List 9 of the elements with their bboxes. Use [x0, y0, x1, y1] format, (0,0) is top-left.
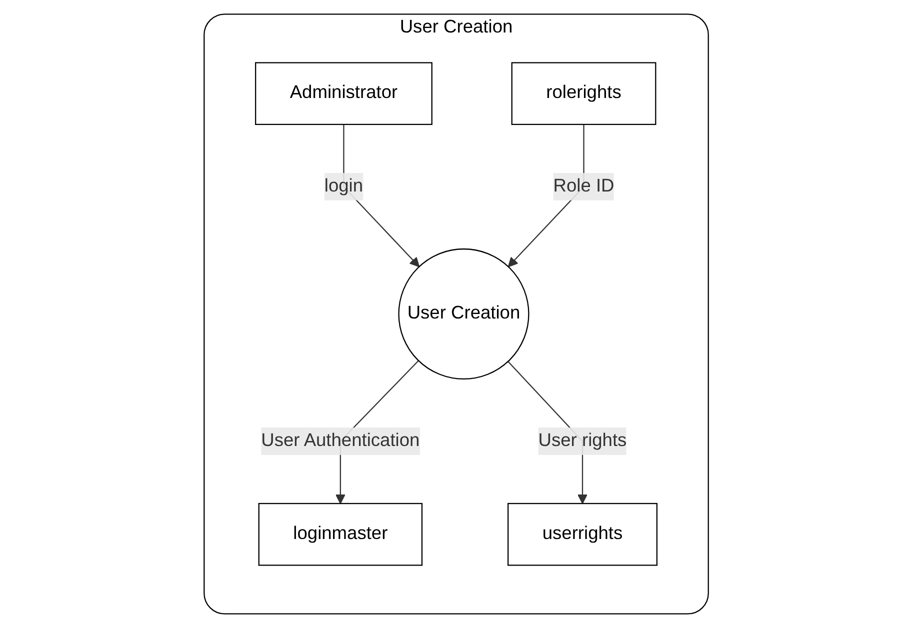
edge-label: Role ID [554, 176, 614, 196]
edge-label: login [324, 176, 364, 196]
edge-label: User rights [538, 430, 627, 450]
node-box: rolerights [512, 62, 656, 126]
node-box: Administrator [255, 62, 433, 126]
node-box: loginmaster [258, 502, 423, 566]
edge-label: User Authentication [261, 430, 420, 450]
node-circle: User Creation [398, 248, 530, 380]
node-box: userrights [508, 502, 658, 566]
